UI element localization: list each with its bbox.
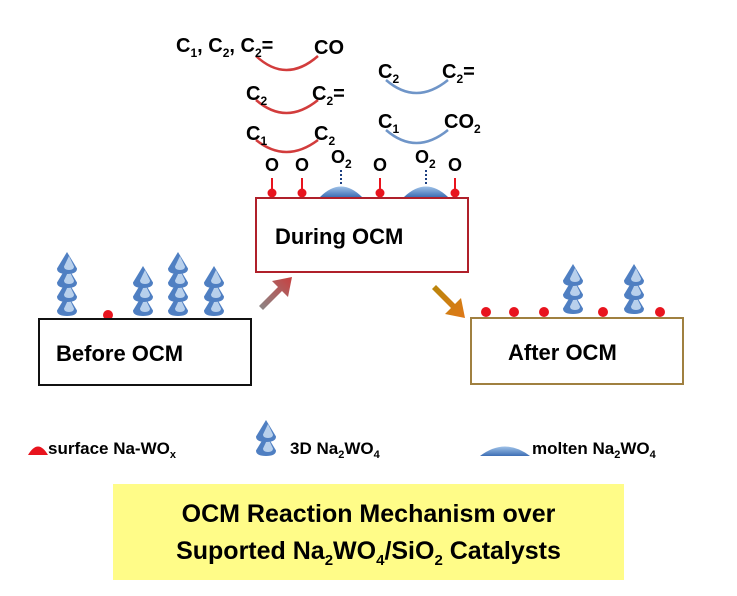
oxygen-label-4: O <box>448 155 463 175</box>
legend-crystal-icon <box>256 420 276 456</box>
o2-label-2: O2 <box>415 147 436 171</box>
before-ocm-label: Before OCM <box>56 341 184 366</box>
red-arc-2 <box>255 99 319 115</box>
crystal-before-4 <box>204 266 224 316</box>
after-ocm-label: After OCM <box>508 340 617 365</box>
title-banner: OCM Reaction Mechanism over Suported Na2… <box>113 484 624 580</box>
banner-line-2: Suported Na2WO4/SiO2 Catalysts <box>176 537 561 569</box>
legend-surface-icon <box>28 446 48 455</box>
legend-molten-icon <box>480 446 530 456</box>
red-arc-3 <box>255 138 319 154</box>
banner-line-1: OCM Reaction Mechanism over <box>181 500 556 528</box>
blue-chain-1-right: C2= <box>442 61 475 86</box>
blue-arc-2 <box>385 129 449 145</box>
during-ocm-box <box>255 197 469 273</box>
after-ocm-box <box>470 317 684 385</box>
surface-sites <box>103 307 665 320</box>
o2-label-1: O2 <box>331 147 352 171</box>
crystal-after-2 <box>624 264 644 314</box>
red-chain-2-right: C2= <box>312 83 345 108</box>
legend-3d-label: 3D Na2WO4 <box>290 439 380 461</box>
red-chain-3-left: C1 <box>246 123 268 148</box>
molten-dome-1 <box>320 186 362 197</box>
legend-surface-label: surface Na-WOx <box>48 439 176 461</box>
blue-chain-2-left: C1 <box>378 111 400 136</box>
red-chain-1-right: CO <box>314 37 344 59</box>
blue-chain-1-left: C2 <box>378 61 400 86</box>
oxygen-label-2: O <box>295 155 310 175</box>
crystal-before-2 <box>133 266 153 316</box>
3d-crystals <box>57 252 644 316</box>
during-ocm-label: During OCM <box>275 224 404 249</box>
red-chain-1-left: C1, C2, C2= <box>176 35 274 60</box>
crystal-before-3 <box>168 252 188 316</box>
oxygen-label-3: O <box>373 155 388 175</box>
legend-crystal-shape <box>256 420 276 456</box>
oxygen-sites <box>267 178 460 198</box>
red-chain-2-left: C2 <box>246 83 268 108</box>
red-chain-3-right: C2 <box>314 123 336 148</box>
crystal-after-1 <box>563 264 583 314</box>
before-ocm-box <box>38 318 252 386</box>
arrow-during-to-after <box>432 285 465 318</box>
red-arc-1 <box>255 55 319 72</box>
blue-arc-1 <box>385 79 449 95</box>
molten-dome-2 <box>404 186 448 197</box>
arrow-before-to-during <box>259 277 292 310</box>
crystal-before-1 <box>57 252 77 316</box>
legend-molten-label: molten Na2WO4 <box>532 439 656 461</box>
oxygen-label-1: O <box>265 155 280 175</box>
blue-chain-2-right: CO2 <box>444 111 481 136</box>
